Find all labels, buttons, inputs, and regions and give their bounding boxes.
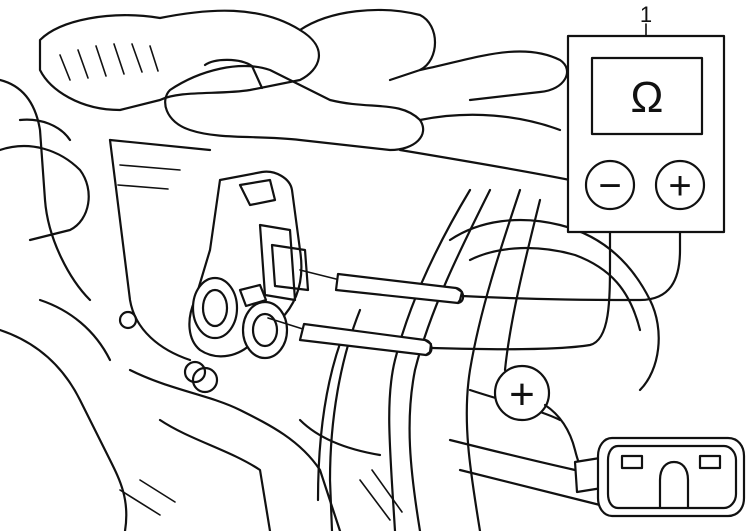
ohm-symbol: Ω [631,73,664,122]
meter-display [590,56,704,136]
negative-sign: − [598,164,621,208]
battery-plus-sign: + [509,370,535,419]
engine-block-outline [0,8,572,531]
callout-number: 1 [640,2,652,27]
test-lead-positive [460,208,682,302]
positive-sign: + [668,164,691,208]
harness-outline [298,188,660,531]
positive-terminal [654,159,706,211]
connector-icon [573,436,746,518]
multimeter-icon: Ω − + [566,34,726,234]
test-lead-negative [430,208,612,351]
probe-icon [299,269,465,305]
sensor-icon [188,170,310,360]
negative-terminal [584,159,636,211]
